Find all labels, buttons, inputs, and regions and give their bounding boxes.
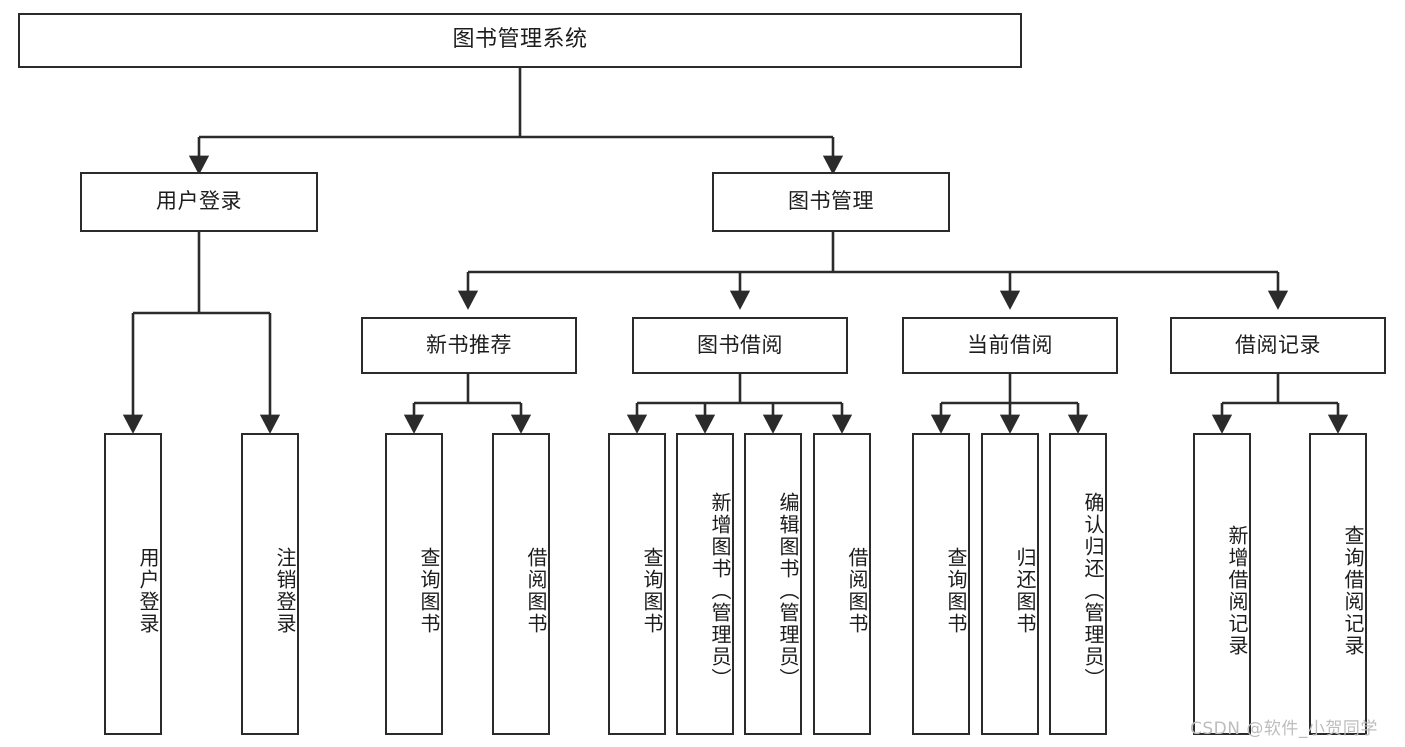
csdn-watermark: CSDN @软件_小贺同学 bbox=[1190, 719, 1378, 739]
node-current-borrow[interactable]: 当前借阅 bbox=[902, 317, 1118, 374]
node-root-system[interactable]: 图书管理系统 bbox=[18, 13, 1022, 68]
node-leaf-query-record[interactable]: 查询借阅记录 bbox=[1309, 433, 1367, 735]
node-leaf-confirm-return[interactable]: 确认归还（管理员） bbox=[1049, 433, 1107, 735]
leaf-label: 新增图书（管理员） bbox=[708, 492, 732, 690]
node-leaf-add-record[interactable]: 新增借阅记录 bbox=[1193, 433, 1251, 735]
node-leaf-return-book[interactable]: 归还图书 bbox=[981, 433, 1039, 735]
node-leaf-query-book-2[interactable]: 查询图书 bbox=[608, 433, 666, 735]
leaf-label: 新增借阅记录 bbox=[1225, 525, 1249, 657]
node-leaf-logout-login[interactable]: 注销登录 bbox=[241, 433, 299, 735]
node-leaf-add-book[interactable]: 新增图书（管理员） bbox=[676, 433, 734, 735]
node-leaf-borrow-book-1[interactable]: 借阅图书 bbox=[492, 433, 550, 735]
node-book-manage[interactable]: 图书管理 bbox=[712, 172, 950, 232]
node-leaf-query-book-1[interactable]: 查询图书 bbox=[385, 433, 443, 735]
leaf-label: 借阅图书 bbox=[524, 547, 548, 635]
leaf-label: 查询借阅记录 bbox=[1341, 525, 1365, 657]
leaf-label: 注销登录 bbox=[273, 547, 297, 635]
node-leaf-user-login[interactable]: 用户登录 bbox=[104, 433, 162, 735]
leaf-label: 归还图书 bbox=[1013, 547, 1037, 635]
leaf-label: 确认归还（管理员） bbox=[1081, 492, 1105, 690]
leaf-label: 编辑图书（管理员） bbox=[776, 492, 800, 690]
node-user-login[interactable]: 用户登录 bbox=[80, 172, 318, 232]
node-leaf-query-book-3[interactable]: 查询图书 bbox=[912, 433, 970, 735]
leaf-label: 借阅图书 bbox=[845, 547, 869, 635]
leaf-label: 查询图书 bbox=[417, 547, 441, 635]
node-borrow-record[interactable]: 借阅记录 bbox=[1170, 317, 1386, 374]
leaf-label: 用户登录 bbox=[136, 547, 160, 635]
node-book-borrow[interactable]: 图书借阅 bbox=[632, 317, 848, 374]
leaf-label: 查询图书 bbox=[944, 547, 968, 635]
node-leaf-borrow-book-2[interactable]: 借阅图书 bbox=[813, 433, 871, 735]
node-leaf-edit-book[interactable]: 编辑图书（管理员） bbox=[744, 433, 802, 735]
node-new-book-recommend[interactable]: 新书推荐 bbox=[361, 317, 577, 374]
leaf-label: 查询图书 bbox=[640, 547, 664, 635]
